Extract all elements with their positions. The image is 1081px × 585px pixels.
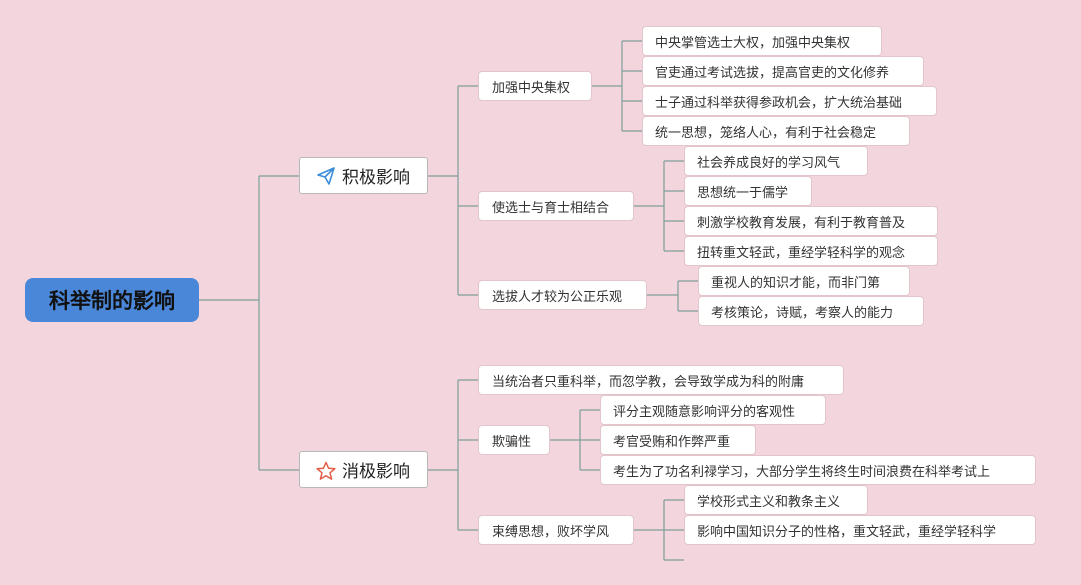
node-bind[interactable]: 束缚思想，败坏学风 xyxy=(478,515,634,545)
branch-positive-label: 积极影响 xyxy=(342,168,410,188)
branch-negative[interactable]: 消极影响 xyxy=(299,451,428,488)
branch-positive[interactable]: 积极影响 xyxy=(299,157,428,194)
root-node[interactable]: 科举制的影响 xyxy=(25,278,199,322)
leaf-deceptive-2[interactable]: 考生为了功名利禄学习，大部分学生将终生时间浪费在科举考试上 xyxy=(600,455,1036,485)
leaf-deceptive-1[interactable]: 考官受贿和作弊严重 xyxy=(600,425,756,455)
leaf-combine-0[interactable]: 社会养成良好的学习风气 xyxy=(684,146,868,176)
star-icon xyxy=(316,460,336,480)
leaf-combine-1[interactable]: 思想统一于儒学 xyxy=(684,176,812,206)
leaf-centralize-3[interactable]: 统一思想，笼络人心，有利于社会稳定 xyxy=(642,116,910,146)
paper-plane-icon xyxy=(316,166,336,186)
leaf-centralize-2[interactable]: 士子通过科举获得参政机会，扩大统治基础 xyxy=(642,86,937,116)
node-fair[interactable]: 选拔人才较为公正乐观 xyxy=(478,280,647,310)
branch-negative-label: 消极影响 xyxy=(342,462,410,482)
leaf-fair-1[interactable]: 考核策论，诗赋，考察人的能力 xyxy=(698,296,924,326)
node-deceptive[interactable]: 欺骗性 xyxy=(478,425,550,455)
leaf-bind-0[interactable]: 学校形式主义和教条主义 xyxy=(684,485,868,515)
leaf-combine-3[interactable]: 扭转重文轻武，重经学轻科学的观念 xyxy=(684,236,938,266)
node-combine[interactable]: 使选士与育士相结合 xyxy=(478,191,634,221)
leaf-deceptive-0[interactable]: 评分主观随意影响评分的客观性 xyxy=(600,395,826,425)
leaf-combine-2[interactable]: 刺激学校教育发展，有利于教育普及 xyxy=(684,206,938,236)
leaf-fair-0[interactable]: 重视人的知识才能，而非门第 xyxy=(698,266,910,296)
leaf-centralize-0[interactable]: 中央掌管选士大权，加强中央集权 xyxy=(642,26,882,56)
node-centralize[interactable]: 加强中央集权 xyxy=(478,71,592,101)
node-only-exam[interactable]: 当统治者只重科举，而忽学教，会导致学成为科的附庸 xyxy=(478,365,844,395)
leaf-bind-1[interactable]: 影响中国知识分子的性格，重文轻武，重经学轻科学 xyxy=(684,515,1036,545)
leaf-centralize-1[interactable]: 官吏通过考试选拔，提高官吏的文化修养 xyxy=(642,56,924,86)
